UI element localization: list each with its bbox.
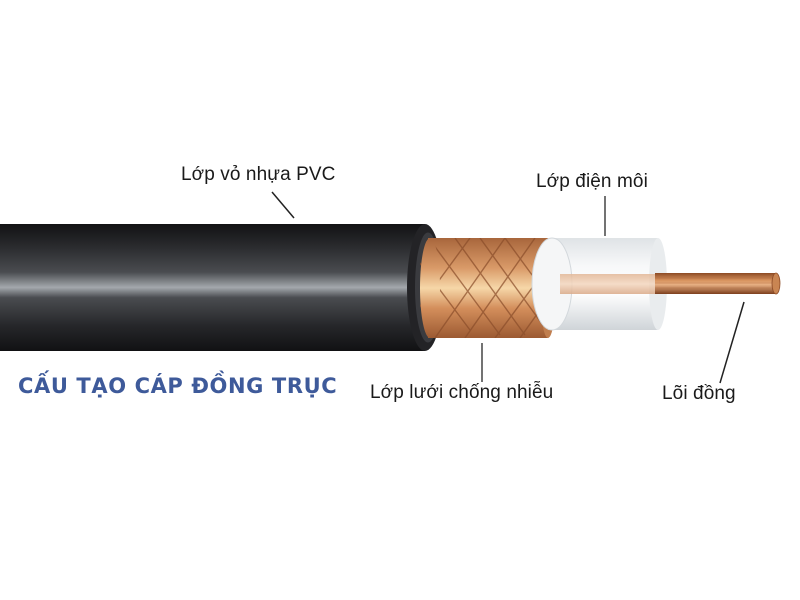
copper-core [560, 272, 781, 295]
leader-line-core [719, 301, 745, 384]
leader-line-jacket [271, 191, 295, 219]
pvc-jacket [0, 224, 443, 351]
label-dielectric: Lớp điện môi [536, 171, 648, 192]
label-pvc-jacket: Lớp vỏ nhựa PVC [181, 164, 336, 185]
label-copper-core: Lõi đồng [662, 383, 736, 404]
label-shield: Lớp lưới chống nhiễu [370, 382, 554, 403]
diagram-title: CẤU TẠO CÁP ĐỒNG TRỤC [18, 374, 338, 398]
